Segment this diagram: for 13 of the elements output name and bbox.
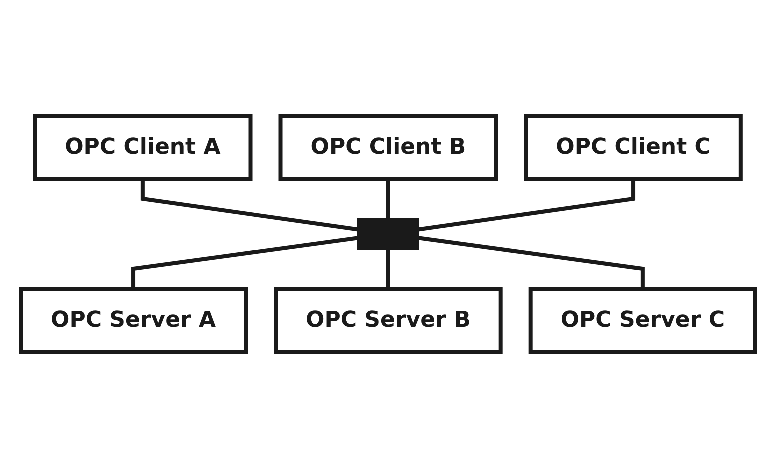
connector xyxy=(140,179,359,232)
node-box: OPC Server C xyxy=(528,287,757,354)
node-box: OPC Client A xyxy=(33,114,253,181)
node-box: OPC Server B xyxy=(274,287,503,354)
node-box: OPC Client B xyxy=(278,114,498,181)
connector xyxy=(418,236,645,289)
node-bar xyxy=(357,218,420,250)
connector xyxy=(386,179,390,219)
connector xyxy=(132,236,359,289)
node-box: OPC Server A xyxy=(18,287,248,354)
connector xyxy=(386,249,390,289)
connector xyxy=(418,179,636,232)
node-box: OPC Client C xyxy=(524,114,743,181)
